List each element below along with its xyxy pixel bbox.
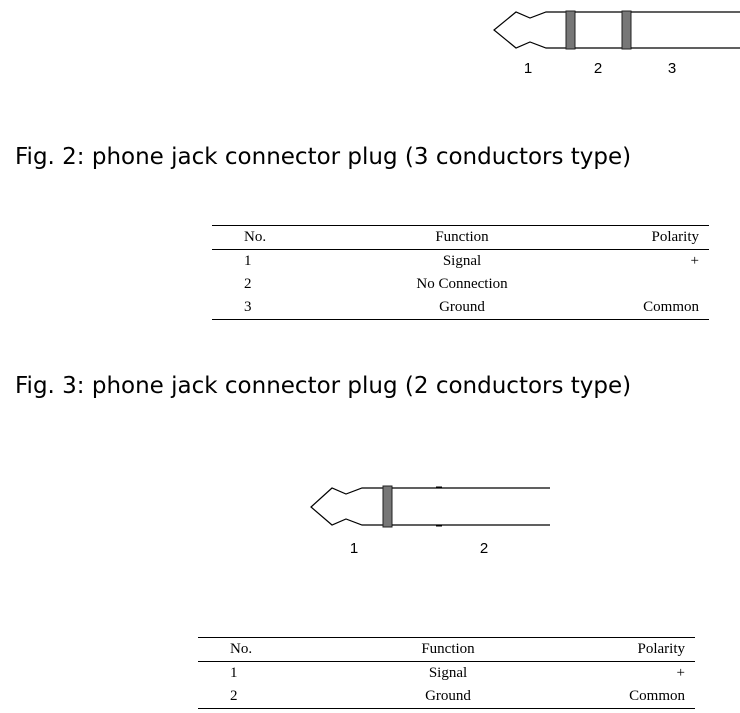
plug-tip-outline: [310, 487, 384, 526]
table-row: 2 No Connection: [212, 273, 709, 296]
insulator-ring-1: [565, 10, 576, 50]
cell-polarity: Common: [558, 685, 695, 709]
table-header-row: No. Function Polarity: [212, 225, 709, 250]
fig2-pin-label-2: 2: [593, 60, 603, 77]
cell-no: 3: [212, 296, 352, 320]
fig2-pin-label-3: 3: [667, 60, 677, 77]
table-row: 2 Ground Common: [198, 685, 695, 709]
fig2-pin-label-1: 1: [523, 60, 533, 77]
fig3-pin-table: No. Function Polarity 1 Signal + 2 Groun…: [198, 637, 695, 709]
cell-polarity: +: [690, 253, 699, 269]
table-header-row: No. Function Polarity: [198, 637, 695, 662]
header-no: No.: [212, 225, 352, 250]
cell-polarity: +: [676, 665, 685, 681]
plug-3-conductor-diagram: [493, 10, 740, 50]
header-polarity: Polarity: [572, 225, 709, 250]
table-row: 1 Signal +: [198, 662, 695, 686]
fig3-pin-label-2: 2: [479, 540, 489, 557]
cell-no: 1: [230, 665, 238, 681]
cell-function: No Connection: [416, 276, 508, 292]
header-no: No.: [198, 637, 338, 662]
insulator-ring-1: [382, 485, 393, 528]
plug-tip-outline: [493, 11, 567, 49]
insulator-ring-2: [621, 10, 632, 50]
cell-polarity: [572, 273, 709, 296]
cell-function: Signal: [428, 665, 468, 681]
cell-no: 1: [244, 253, 252, 269]
cell-polarity: Common: [572, 296, 709, 320]
cell-no: 2: [198, 685, 338, 709]
cell-function: Signal: [442, 253, 482, 269]
fig3-caption: Fig. 3: phone jack connector plug (2 con…: [15, 373, 632, 399]
header-polarity: Polarity: [558, 637, 695, 662]
fig2-pin-table: No. Function Polarity 1 Signal + 2 No Co…: [212, 225, 709, 320]
header-function: Function: [338, 637, 558, 662]
fig2-caption: Fig. 2: phone jack connector plug (3 con…: [15, 144, 632, 170]
plug-2-conductor-diagram: [310, 485, 550, 528]
header-function: Function: [352, 225, 572, 250]
cell-function: Ground: [352, 296, 572, 320]
cell-no: 2: [244, 276, 252, 292]
cell-function: Ground: [338, 685, 558, 709]
table-row: 3 Ground Common: [212, 296, 709, 320]
fig3-pin-label-1: 1: [349, 540, 359, 557]
table-row: 1 Signal +: [212, 250, 709, 274]
